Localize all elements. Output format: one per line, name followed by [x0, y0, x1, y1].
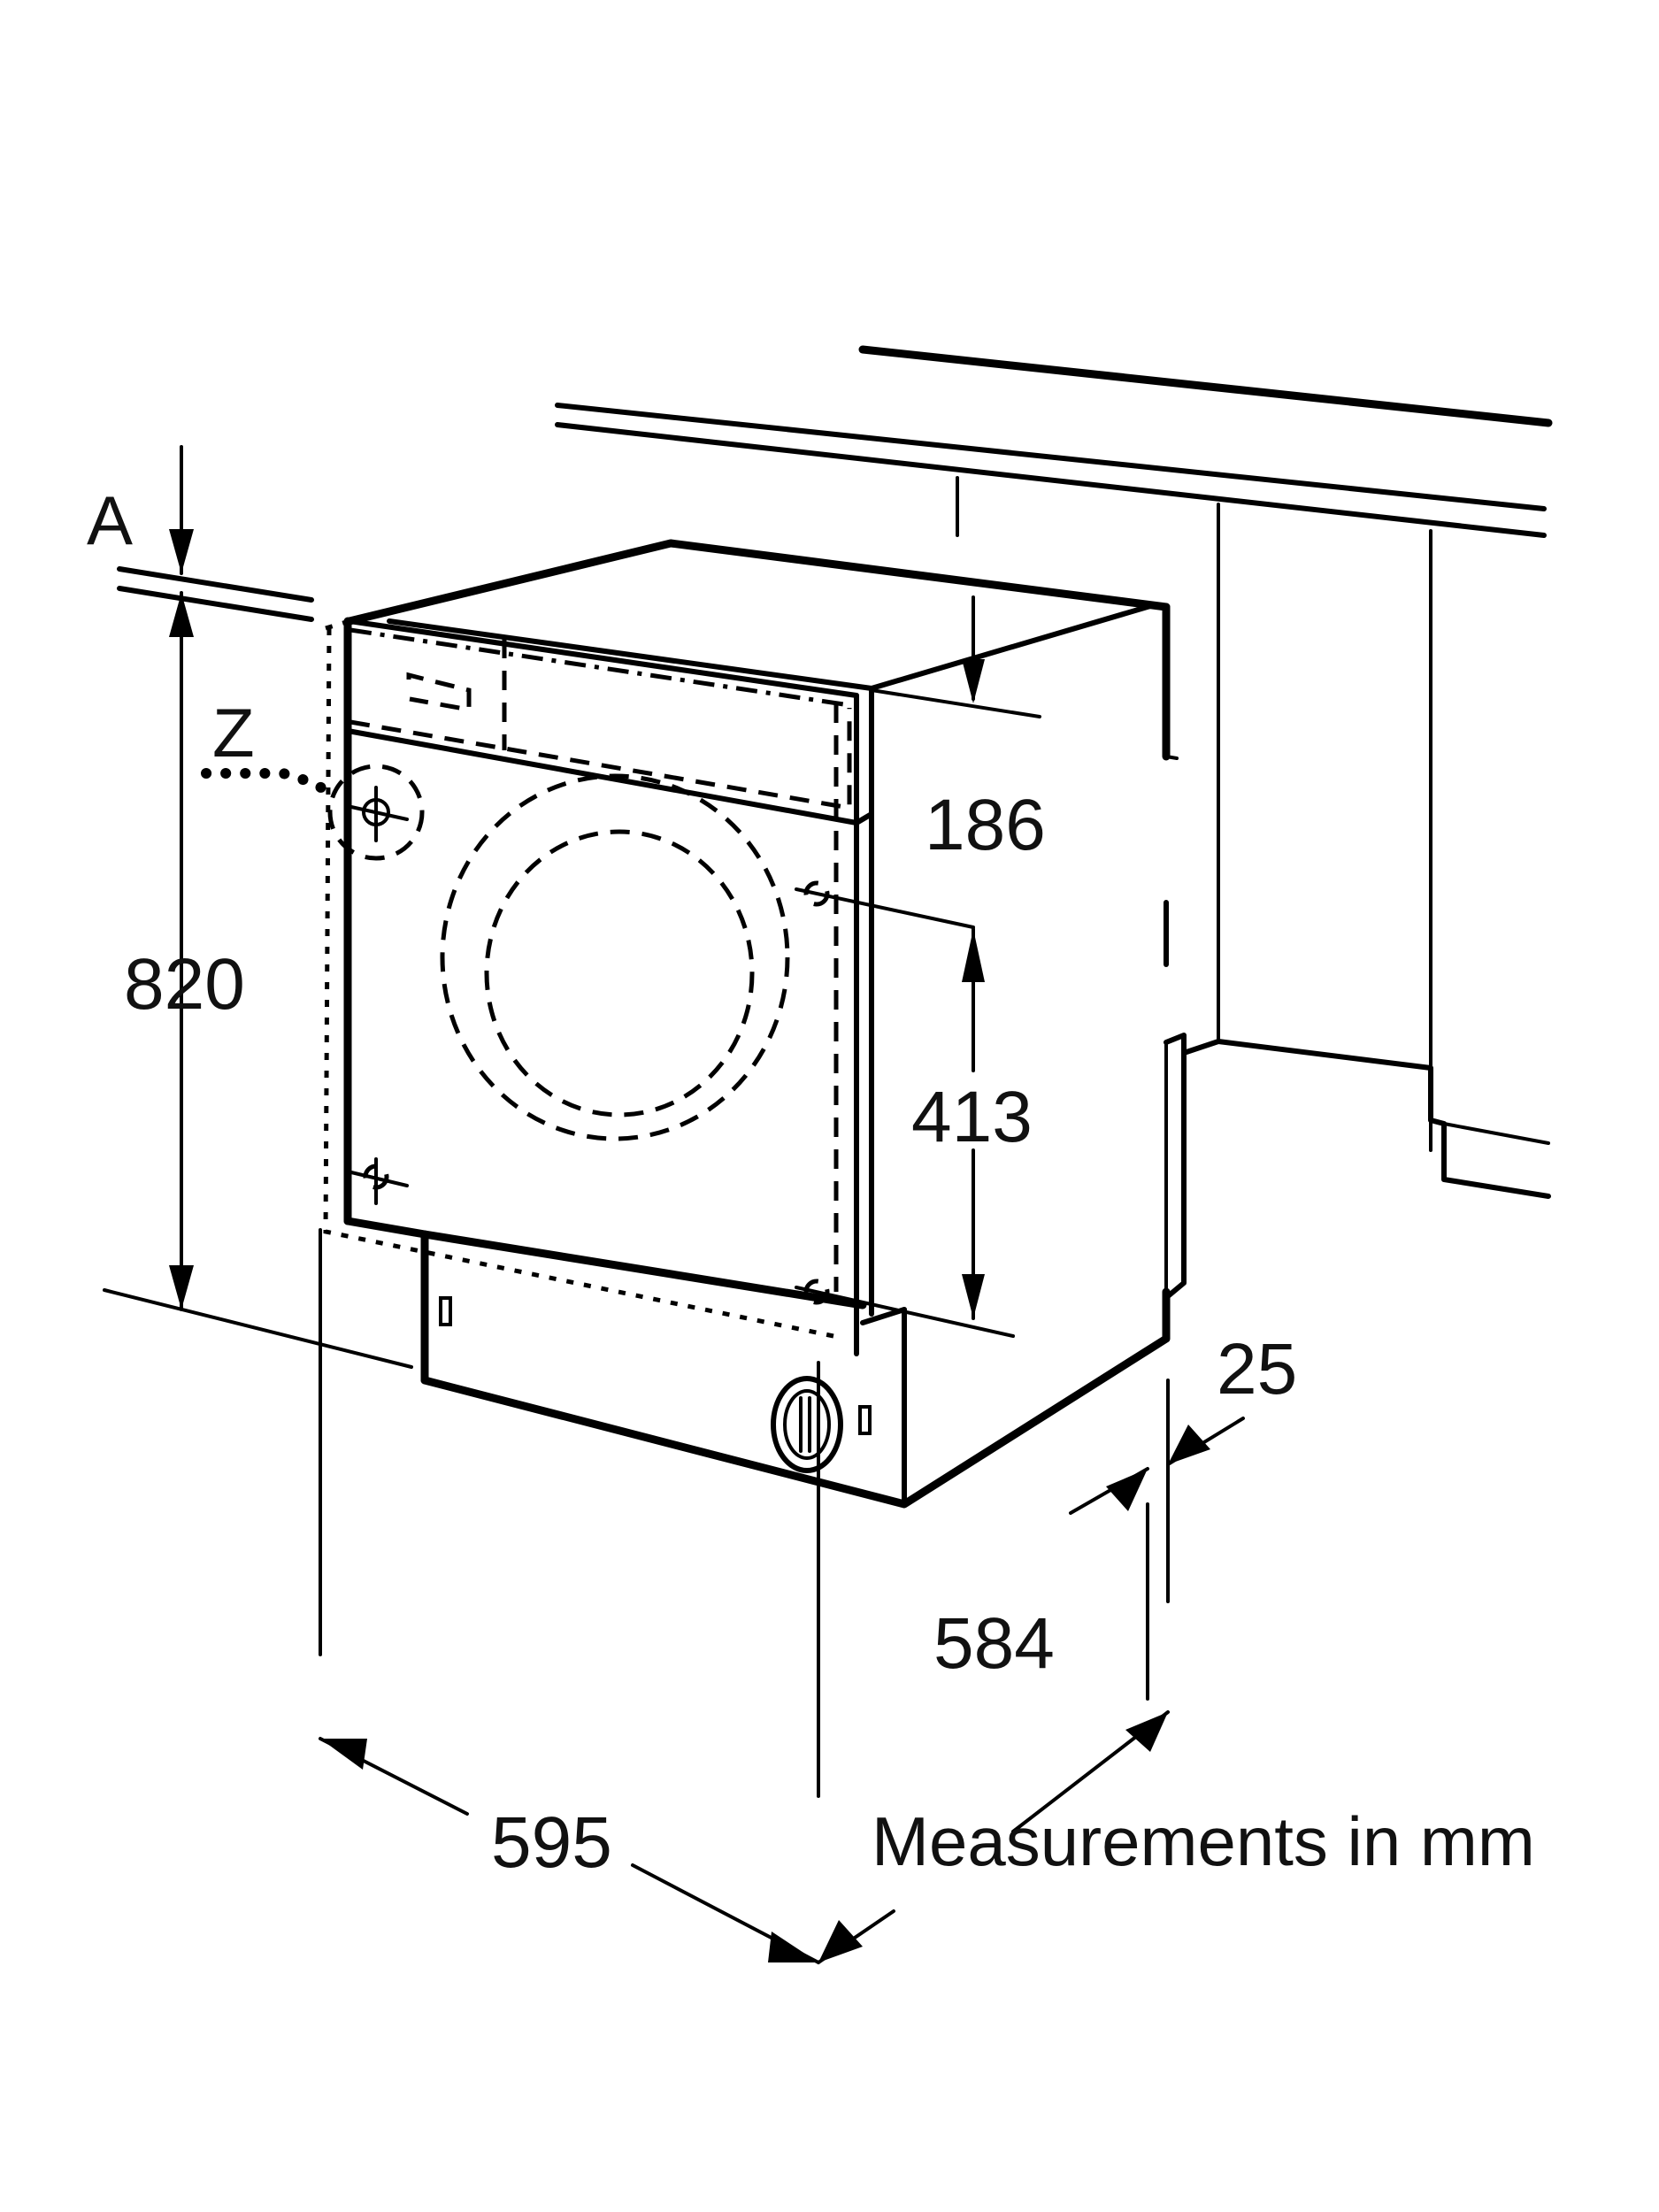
label-z: Z [212, 694, 255, 772]
hinge-icon [795, 1279, 1015, 1338]
dimension-height-value: 820 [124, 944, 245, 1025]
adjacent-cabinet [1164, 900, 1551, 1316]
door-outline [440, 773, 790, 1141]
dimension-panel-top [870, 595, 1041, 718]
cabinet-uprights [956, 476, 1432, 1152]
caption: Measurements in mm [872, 1802, 1535, 1880]
label-a: A [87, 481, 133, 559]
z-leader [201, 768, 340, 802]
dimension-depth [817, 1710, 1170, 1964]
washing-machine [343, 539, 1179, 1509]
hinge-icon [349, 1157, 409, 1205]
dimension-width-value: 595 [491, 1802, 612, 1883]
dimension-hinge-spacing-value: 413 [911, 1077, 1033, 1157]
dimension-recess-value: 25 [1217, 1329, 1297, 1409]
dimension-recess [1069, 1417, 1245, 1515]
hinge-markers [327, 764, 1015, 1338]
countertop [555, 345, 1553, 538]
control-panel-outline [349, 627, 852, 1292]
dimension-width [319, 1737, 820, 1964]
dimension-panel-top-value: 186 [925, 785, 1046, 865]
door-frame-outline [323, 618, 834, 1339]
dimension-a [117, 445, 314, 637]
dimension-hinge-spacing [962, 927, 985, 1320]
hinge-icon [327, 764, 425, 861]
hinge-icon [795, 880, 975, 929]
dimension-depth-value: 584 [933, 1603, 1055, 1684]
dimension-height [103, 591, 413, 1369]
extension-lines [319, 1228, 1170, 1798]
